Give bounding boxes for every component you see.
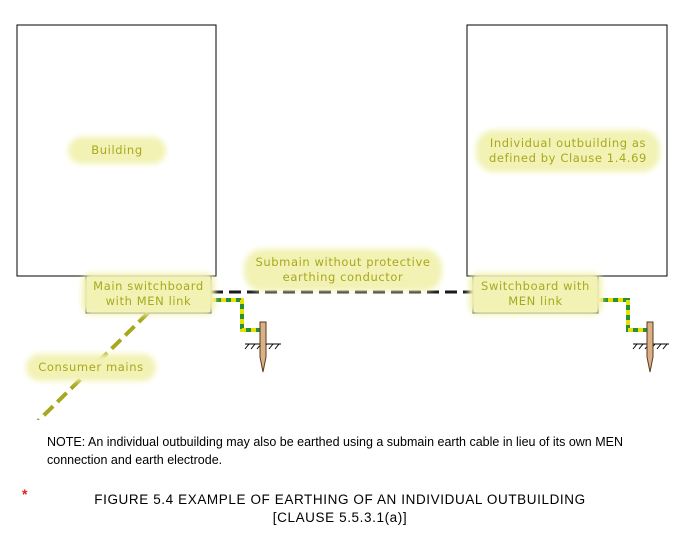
- main-earth-conductor: [211, 298, 263, 332]
- main-earth-electrode: [244, 321, 281, 373]
- asterisk-marker: *: [22, 486, 28, 502]
- building-label: Building: [74, 143, 160, 158]
- outbuilding-earth-electrode: [632, 321, 669, 373]
- note-text: NOTE: An individual outbuilding may also…: [47, 435, 624, 467]
- earthing-diagram: [16, 24, 669, 420]
- figure-caption: FIGURE 5.4 EXAMPLE OF EARTHING OF AN IND…: [94, 492, 586, 525]
- outbuilding-label: Individual outbuilding as defined by Cla…: [482, 136, 654, 166]
- outbuilding-switchboard-label: Switchboard with MEN link: [475, 279, 596, 309]
- consumer-mains-label: Consumer mains: [32, 360, 150, 375]
- submain-label: Submain without protective earthing cond…: [250, 255, 436, 285]
- main-switchboard-label: Main switchboard with MEN link: [88, 279, 209, 309]
- outbuilding-earth-conductor: [598, 298, 650, 332]
